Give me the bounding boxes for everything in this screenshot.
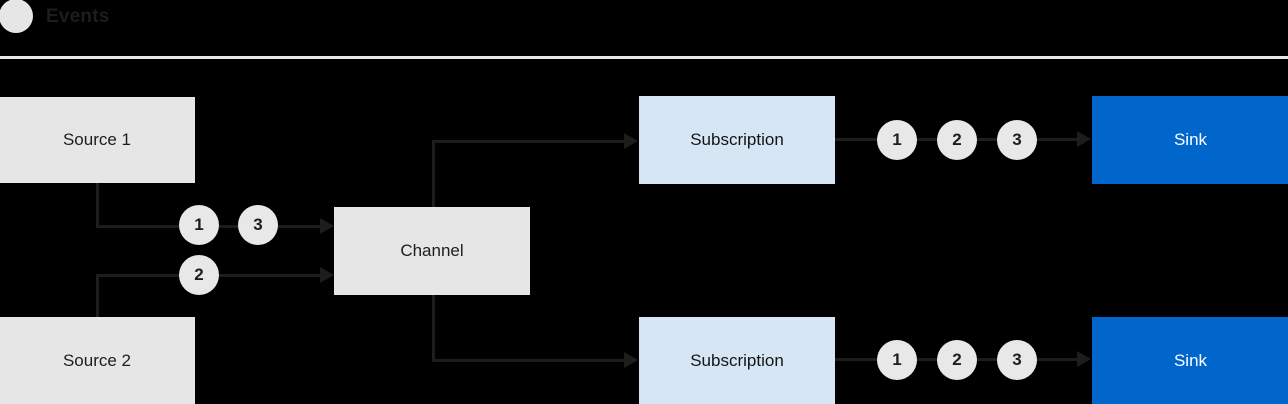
event-token-label: 1 bbox=[892, 130, 902, 149]
event-token-label: 2 bbox=[194, 265, 204, 284]
event-token-source-1-second: 3 bbox=[238, 205, 278, 245]
edge-channel-to-subscription-1-horizontal bbox=[432, 140, 625, 143]
node-sink-1-label: Sink bbox=[1173, 130, 1208, 149]
event-token-label: 2 bbox=[952, 130, 962, 149]
node-sink-2-label: Sink bbox=[1173, 350, 1208, 370]
event-token-label: 1 bbox=[194, 215, 204, 234]
circle-icon bbox=[0, 0, 33, 33]
event-token-label: 3 bbox=[253, 215, 263, 234]
page-title: Events bbox=[46, 6, 110, 27]
node-subscription-1[interactable]: Subscription bbox=[639, 96, 835, 184]
node-channel[interactable]: Channel bbox=[334, 207, 530, 295]
node-source-2[interactable]: Source 2 bbox=[0, 317, 195, 404]
edge-source-2-to-channel-arrowhead bbox=[320, 267, 334, 283]
event-token-subscription-1-first: 1 bbox=[877, 120, 917, 160]
event-token-subscription-1-second: 2 bbox=[937, 120, 977, 160]
edge-subscription-1-to-sink-1-arrowhead bbox=[1077, 131, 1091, 147]
node-sink-1[interactable]: Sink bbox=[1092, 96, 1288, 184]
edge-channel-to-subscription-2-vertical bbox=[432, 292, 435, 362]
event-token-subscription-2-third: 3 bbox=[997, 340, 1037, 380]
node-sink-2[interactable]: Sink bbox=[1092, 317, 1288, 404]
node-source-1[interactable]: Source 1 bbox=[0, 97, 195, 183]
node-subscription-1-label: Subscription bbox=[690, 130, 784, 149]
edge-source-1-to-channel-arrowhead bbox=[320, 218, 334, 234]
event-token-label: 3 bbox=[1012, 350, 1022, 369]
node-channel-label: Channel bbox=[400, 241, 464, 260]
header-divider bbox=[0, 56, 1288, 59]
event-token-label: 3 bbox=[1012, 130, 1022, 149]
event-token-subscription-2-first: 1 bbox=[877, 340, 917, 380]
node-subscription-2[interactable]: Subscription bbox=[639, 317, 835, 404]
edge-channel-to-subscription-2-horizontal bbox=[432, 359, 625, 362]
edge-subscription-2-to-sink-2-arrowhead bbox=[1077, 351, 1091, 367]
node-source-2-label: Source 2 bbox=[62, 350, 132, 370]
edge-channel-to-subscription-2-arrowhead bbox=[624, 352, 638, 368]
edge-channel-to-subscription-1-vertical bbox=[432, 140, 435, 210]
event-token-subscription-2-second: 2 bbox=[937, 340, 977, 380]
edge-channel-to-subscription-1-arrowhead bbox=[624, 133, 638, 149]
event-token-label: 2 bbox=[952, 350, 962, 369]
node-subscription-2-label: Subscription bbox=[690, 350, 784, 370]
edge-source-2-to-channel-vertical bbox=[96, 274, 99, 319]
event-token-subscription-1-third: 3 bbox=[997, 120, 1037, 160]
event-token-source-2-first: 2 bbox=[179, 255, 219, 295]
edge-source-1-to-channel-vertical bbox=[96, 183, 99, 228]
event-token-source-1-first: 1 bbox=[179, 205, 219, 245]
node-source-1-label: Source 1 bbox=[62, 130, 132, 149]
event-token-label: 1 bbox=[892, 350, 902, 369]
